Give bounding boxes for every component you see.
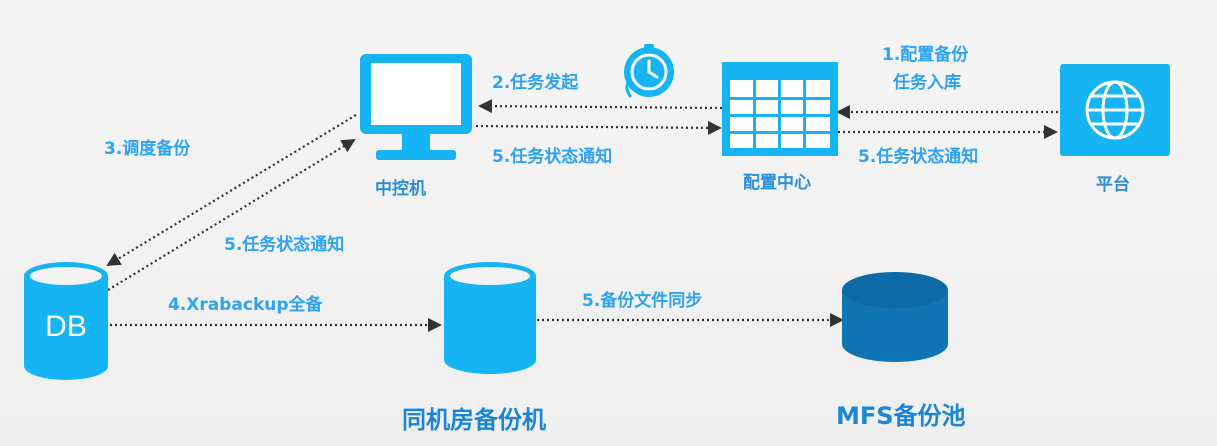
platform-label: 平台: [1096, 175, 1130, 195]
edge-label-config-task-2: 任务入库: [893, 73, 961, 93]
edge-label-file-sync: 5.备份文件同步: [582, 291, 703, 311]
edge-label-xrabackup: 4.Xrabackup全备: [168, 295, 323, 315]
database-icon: [24, 262, 108, 380]
monitor-icon: [360, 54, 472, 160]
backup-machine-label: 同机房备份机: [402, 406, 546, 434]
edge-controller-to-db: [106, 114, 357, 267]
database-icon: [842, 272, 948, 362]
globe-icon: [1060, 64, 1170, 156]
platform-node: [1060, 64, 1170, 156]
edge-label-dispatch: 3.调度备份: [104, 139, 191, 159]
controller-node: [354, 52, 478, 164]
config-center-label: 配置中心: [743, 173, 811, 193]
config-center-node: [722, 62, 838, 156]
mfs-pool-label: MFS备份池: [836, 402, 966, 430]
db-node: DB: [24, 262, 108, 380]
mfs-pool-node: [842, 272, 948, 364]
edge-db-to-controller: [107, 138, 356, 291]
db-label: DB: [45, 310, 87, 343]
edge-controller-to-config: [475, 120, 722, 135]
clock-icon: [624, 44, 674, 98]
backup-machine-node: [444, 262, 536, 374]
edge-label-config-task-1: 1.配置备份: [882, 45, 969, 65]
clock-node: [620, 44, 680, 102]
edge-label-task-start: 2.任务发起: [492, 73, 579, 93]
edge-label-status-db: 5.任务状态通知: [224, 235, 345, 255]
controller-label: 中控机: [375, 179, 426, 199]
edge-label-status-controller: 5.任务状态通知: [492, 147, 613, 167]
table-icon: [722, 62, 838, 156]
edge-config-to-controller: [478, 99, 723, 114]
edge-label-status-platform: 5.任务状态通知: [858, 147, 979, 167]
database-icon: [444, 262, 536, 374]
